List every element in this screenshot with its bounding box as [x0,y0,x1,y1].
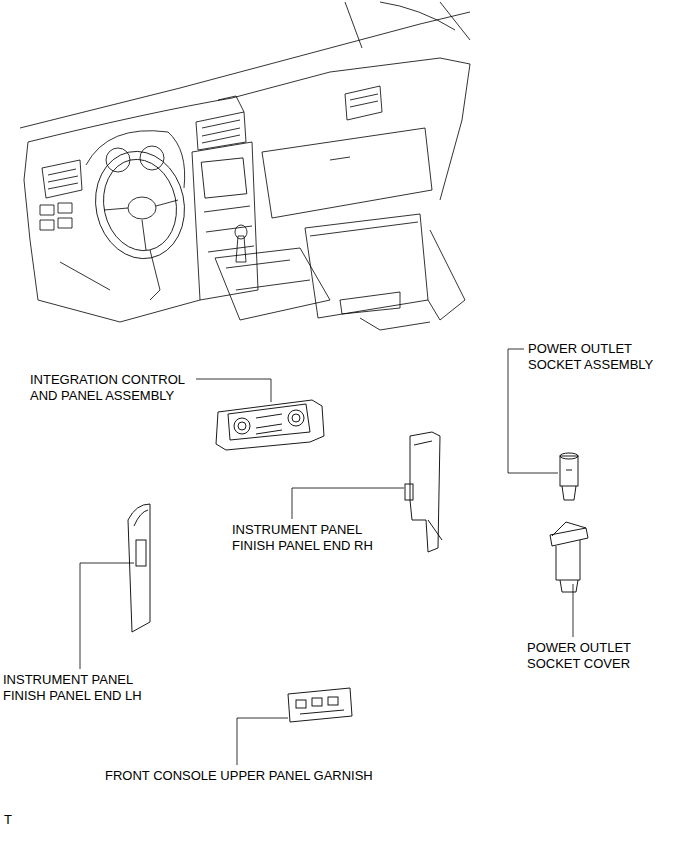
part-label: INSTRUMENT PANEL FINISH PANEL END RH [232,522,390,554]
leader-line [573,584,574,637]
part-label: FRONT CONSOLE UPPER PANEL GARNISH [105,768,425,784]
leader-line [237,718,288,765]
leader-line [196,379,271,402]
leader-line [80,563,134,669]
part-label: POWER OUTLET SOCKET ASSEMBLY [528,341,673,373]
leader-line [292,488,404,519]
part-label: INSTRUMENT PANEL FINISH PANEL END LH [3,672,161,704]
part-label: POWER OUTLET SOCKET COVER [527,640,667,672]
part-label: T [4,812,34,828]
parts-drawing [128,400,588,722]
leader-lines [80,349,573,765]
dashboard-drawing [20,2,470,330]
part-label: INTEGRATION CONTROL AND PANEL ASSEMBLY [30,372,202,404]
